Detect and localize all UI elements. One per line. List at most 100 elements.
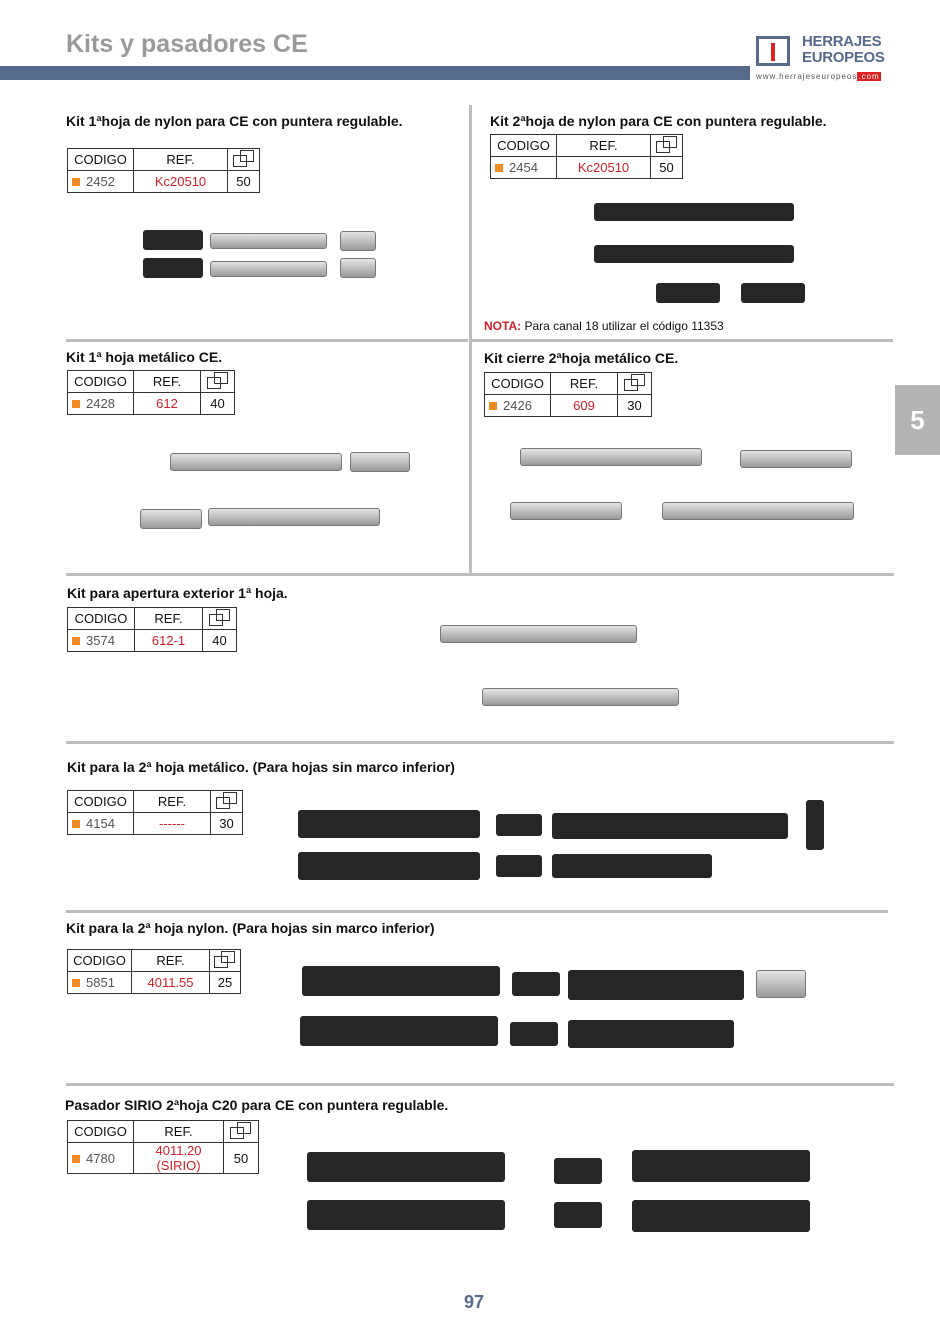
note: NOTA: Para canal 18 utilizar el código 1… — [484, 319, 724, 333]
qty-value: 25 — [209, 971, 241, 994]
bullet-icon — [72, 637, 80, 645]
divider — [66, 573, 894, 576]
header-band — [0, 66, 750, 80]
ref-header: REF. — [134, 607, 203, 630]
qty-value: 50 — [650, 156, 683, 179]
ref-header: REF. — [133, 790, 211, 813]
qty-value: 30 — [210, 812, 243, 835]
divider — [66, 1083, 894, 1086]
box-quantity-icon — [655, 135, 678, 153]
section-title: Kit 1ªhoja de nylon para CE con puntera … — [66, 113, 403, 129]
qty-value: 50 — [227, 170, 260, 193]
table-row: 4154 ------30 — [67, 812, 243, 835]
ref-header: REF. — [133, 1120, 224, 1143]
section-title: Kit para la 2ª hoja nylon. (Para hojas s… — [66, 920, 435, 936]
ref-value: ------ — [133, 812, 211, 835]
ref-header: REF. — [131, 949, 210, 972]
ref-value: 609 — [550, 394, 618, 417]
box-quantity-icon — [206, 371, 229, 389]
section-title: Kit cierre 2ªhoja metálico CE. — [484, 350, 679, 366]
qty-value: 40 — [202, 629, 237, 652]
ref-value: Kc20510 — [556, 156, 651, 179]
bullet-icon — [72, 979, 80, 987]
bullet-icon — [72, 400, 80, 408]
ref-value: 612 — [133, 392, 201, 415]
codigo-header: CODIGO — [490, 134, 557, 157]
bullet-icon — [72, 820, 80, 828]
codigo-value: 5851 — [86, 975, 115, 990]
box-quantity-icon — [208, 608, 231, 626]
bullet-icon — [495, 164, 503, 172]
section-title: Kit para la 2ª hoja metálico. (Para hoja… — [67, 759, 455, 775]
divider — [66, 741, 894, 744]
divider — [66, 339, 468, 342]
ref-value: 612-1 — [134, 629, 203, 652]
divider — [66, 910, 888, 913]
qty-value: 50 — [223, 1142, 259, 1174]
qty-value: 40 — [200, 392, 235, 415]
chapter-tab: 5 — [895, 385, 940, 455]
codigo-value: 2452 — [86, 174, 115, 189]
section-title: Kit 2ªhoja de nylon para CE con puntera … — [490, 113, 827, 129]
box-quantity-icon — [232, 149, 255, 167]
box-quantity-icon — [214, 950, 236, 968]
bullet-icon — [72, 178, 80, 186]
ref-value: 4011.55 — [131, 971, 210, 994]
codigo-value: 2426 — [503, 398, 532, 413]
logo-mark-icon — [756, 36, 790, 66]
section-title: Pasador SIRIO 2ªhoja C20 para CE con pun… — [65, 1097, 449, 1113]
ref-header: REF. — [133, 148, 228, 171]
codigo-header: CODIGO — [67, 607, 135, 630]
box-quantity-icon — [623, 373, 646, 391]
box-quantity-icon — [230, 1121, 252, 1139]
codigo-value: 2428 — [86, 396, 115, 411]
codigo-header: CODIGO — [67, 1120, 134, 1143]
page-title: Kits y pasadores CE — [66, 30, 308, 58]
ref-header: REF. — [556, 134, 651, 157]
codigo-value: 4780 — [86, 1150, 115, 1166]
section-title: Kit 1ª hoja metálico CE. — [66, 349, 223, 365]
divider — [469, 105, 472, 575]
codigo-header: CODIGO — [484, 372, 551, 395]
codigo-header: CODIGO — [67, 370, 134, 393]
ref-value: Kc20510 — [133, 170, 228, 193]
codigo-header: CODIGO — [67, 148, 134, 171]
ref-header: REF. — [133, 370, 201, 393]
bullet-icon — [489, 402, 497, 410]
ref-value: 4011.20 (SIRIO) — [133, 1142, 224, 1174]
codigo-header: CODIGO — [67, 949, 132, 972]
section-title: Kit para apertura exterior 1ª hoja. — [67, 585, 288, 601]
page-number: 97 — [464, 1292, 485, 1312]
qty-value: 30 — [617, 394, 652, 417]
codigo-value: 4154 — [86, 816, 115, 831]
codigo-value: 2454 — [509, 160, 538, 175]
codigo-value: 3574 — [86, 633, 115, 648]
ref-header: REF. — [550, 372, 618, 395]
divider — [472, 339, 893, 342]
box-quantity-icon — [215, 791, 238, 809]
